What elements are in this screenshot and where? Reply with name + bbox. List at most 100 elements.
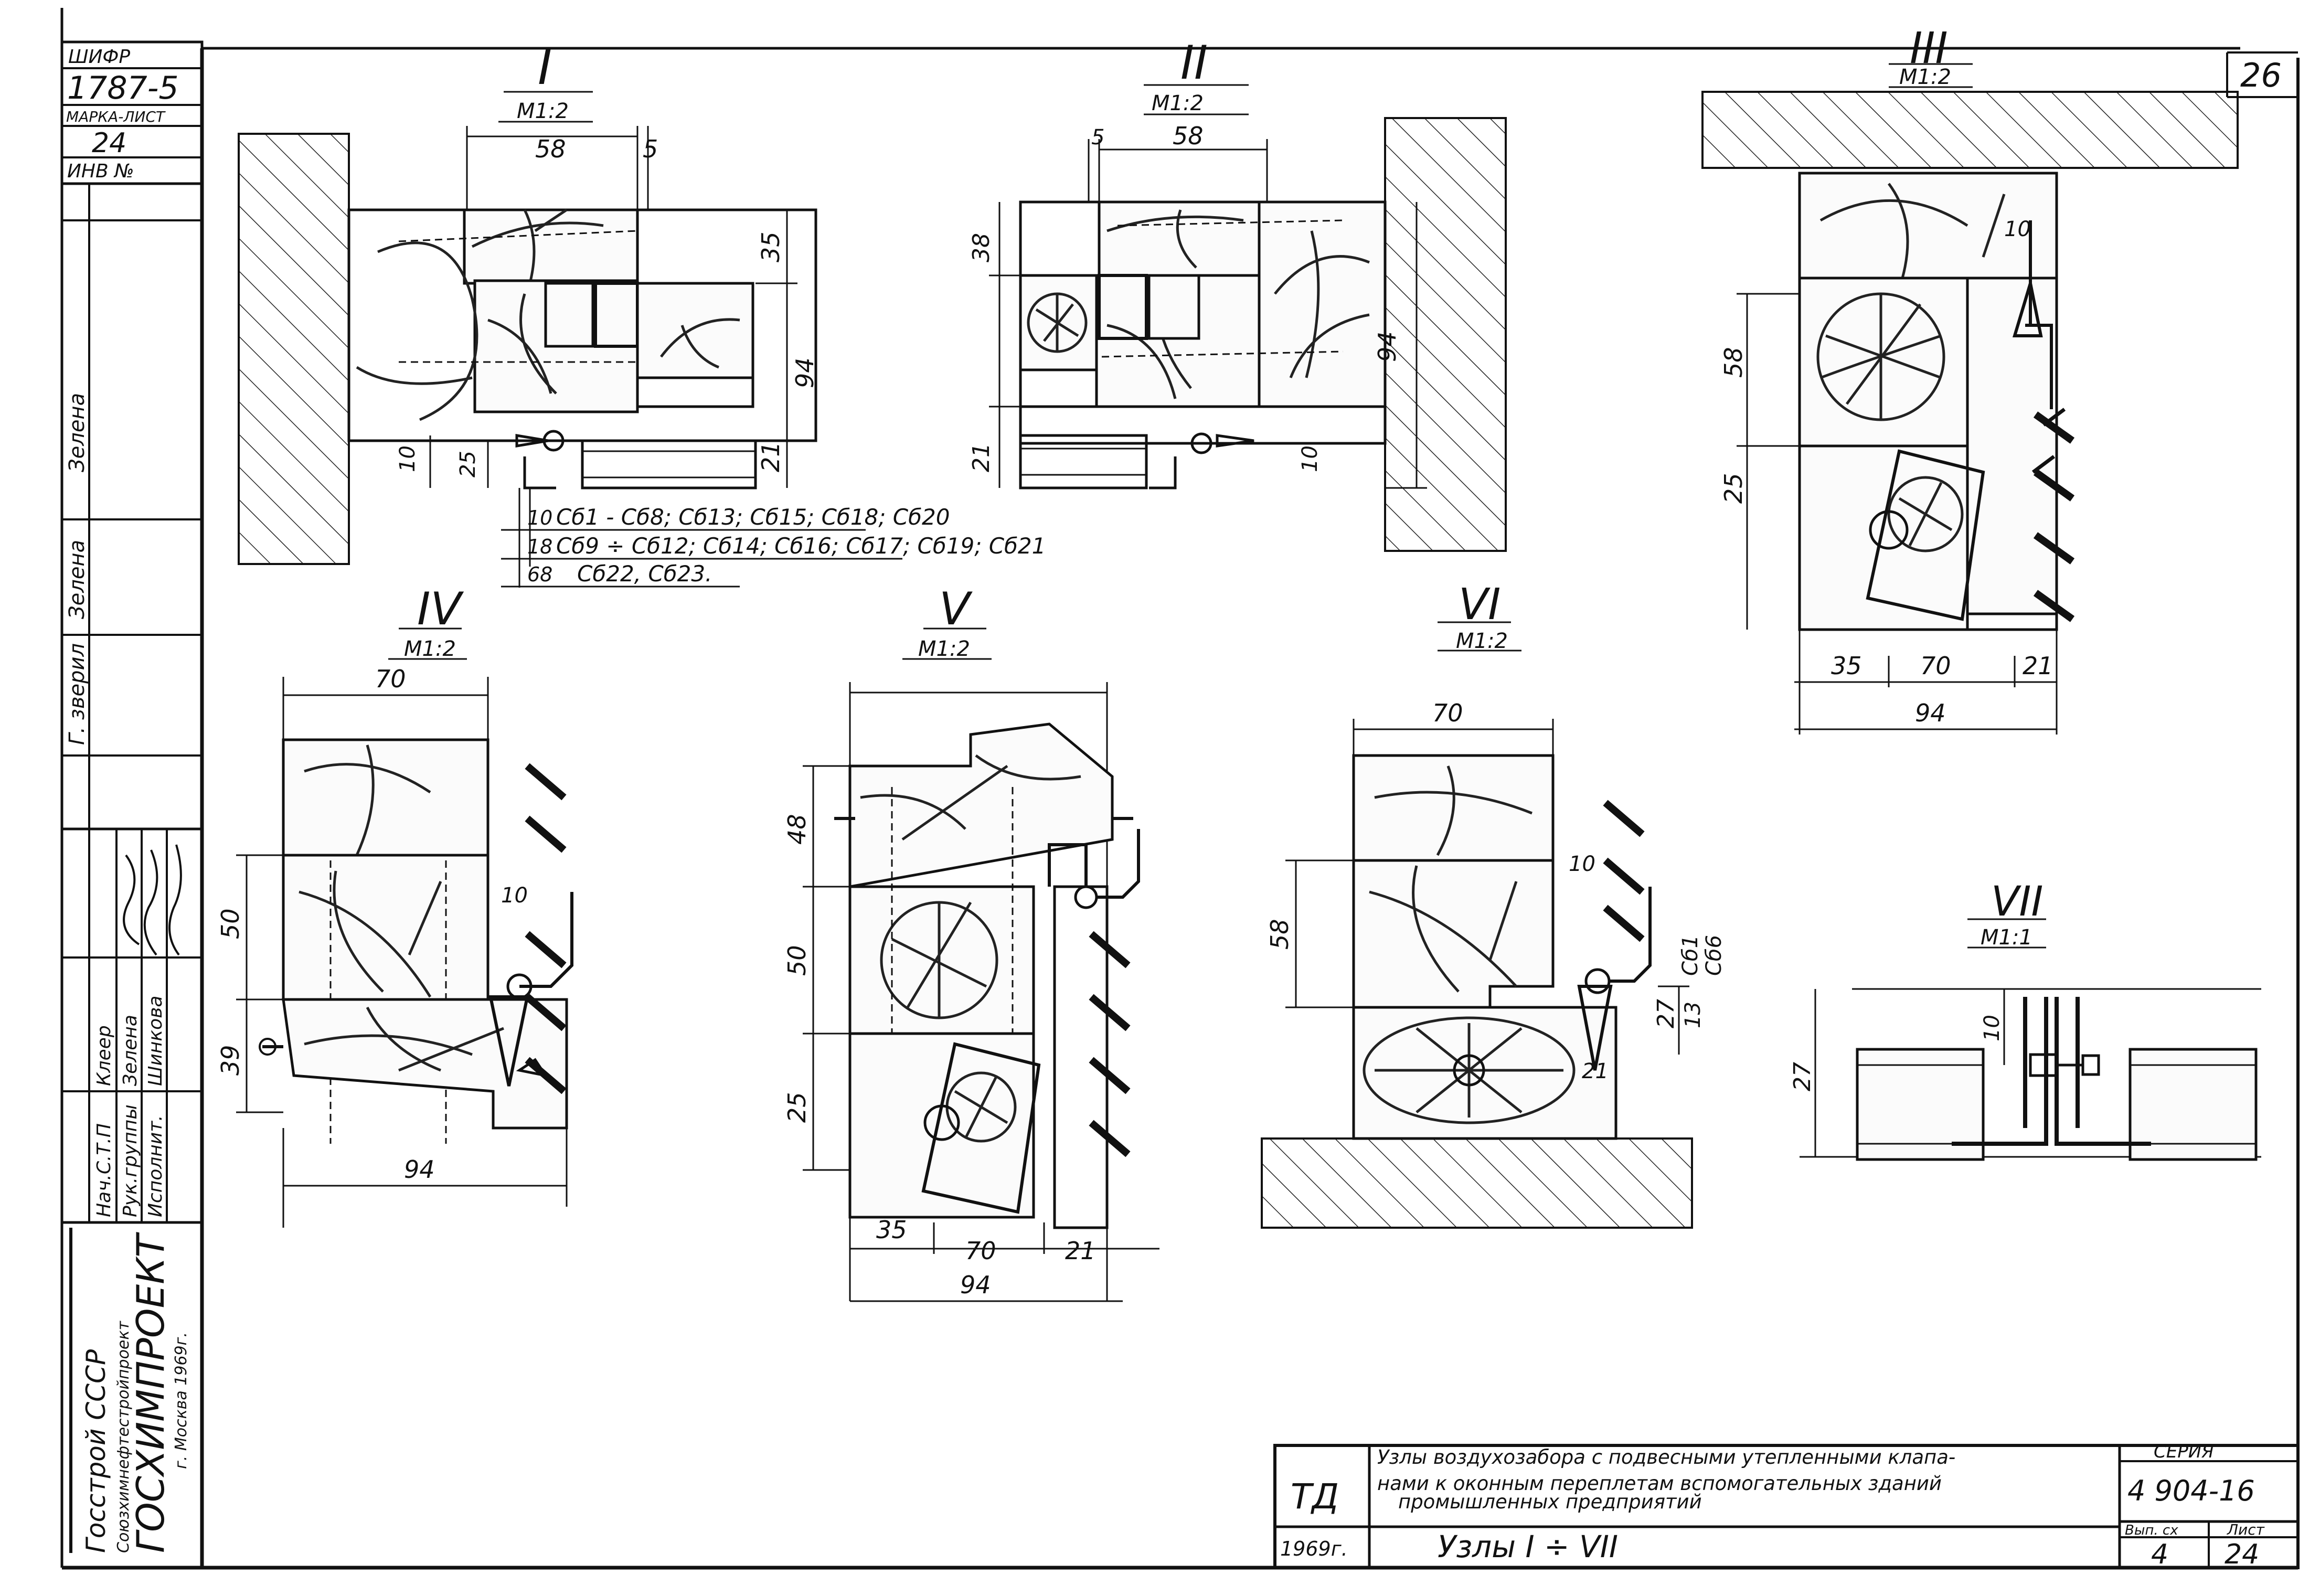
node-4-dim-50: 50 (216, 908, 244, 939)
node-3-dim-94: 94 (1915, 699, 1946, 727)
node-1: I М1:2 58 5 35 94 21 25 (238, 39, 819, 565)
node-3-dim-58: 58 (1719, 347, 1748, 378)
title-block-td: ТД (1291, 1476, 1339, 1517)
node-5-dim-21: 21 (1065, 1237, 1096, 1265)
org-line-1: Госстрой СССР (81, 1349, 111, 1553)
node-2-dim-5: 5 (1091, 125, 1104, 150)
node-7: VII М1:1 27 10 (1789, 878, 2261, 1161)
node-2-dim-94: 94 (1373, 331, 1401, 362)
node-1-dim-25: 25 (456, 451, 480, 477)
node-3-roman: III (1910, 24, 1948, 73)
node-2-dim-58: 58 (1173, 122, 1204, 150)
node-7-roman: VII (1991, 878, 2043, 925)
sig-row-role-2: Рук.группы (120, 1104, 141, 1217)
node-6-dim-13: 13 (1681, 1002, 1705, 1028)
legend-text-3: Сб22, Сб23. (577, 561, 712, 587)
title-block-sheet-title: Узлы I ÷ VII (1438, 1529, 1618, 1565)
node-7-scale: М1:1 (1981, 925, 2032, 950)
node-4-roman: IV (417, 583, 464, 635)
title-block-vyp-value: 4 (2151, 1539, 2168, 1570)
node-5-roman: V (939, 583, 973, 635)
org-line-4: г. Москва 1969г. (172, 1332, 190, 1469)
node-4-dim-39: 39 (216, 1045, 244, 1076)
org-line-2: Союзхимнефтестройпроект (114, 1321, 133, 1553)
node-5-dim-25: 25 (783, 1092, 811, 1123)
node-3-dim-21: 21 (2023, 652, 2053, 680)
marka-label: МАРКА-ЛИСТ (66, 108, 166, 125)
node-6-dim-70: 70 (1432, 699, 1463, 727)
title-block-list-label: Лист (2227, 1521, 2265, 1538)
title-block (1273, 1444, 2300, 1569)
org-line-3: ГОСХИМПРОЕКТ (129, 1232, 173, 1553)
shifr-label: ШИФР (68, 46, 130, 68)
node-4-scale: М1:2 (404, 637, 456, 661)
title-block-list-value: 24 (2225, 1539, 2259, 1570)
node-2: II М1:2 5 58 38 21 (968, 36, 1507, 552)
node-6-dim-58: 58 (1265, 919, 1294, 950)
title-block-series-label: СЕРИЯ (2154, 1441, 2214, 1462)
node-1-dim-58: 58 (535, 135, 566, 163)
node-3-dim-10: 10 (2004, 217, 2031, 241)
title-block-desc-3: промышленных предприятий (1398, 1491, 1702, 1513)
node-4: IV М1:2 70 50 39 10 (216, 583, 573, 1228)
sig-row-name-1: Клеер (93, 1025, 115, 1086)
node-4-dim-10: 10 (501, 884, 528, 908)
shifr-value: 1787-5 (67, 70, 179, 107)
title-block-series-value: 4 904-16 (2127, 1474, 2255, 1507)
signature-scribbles (123, 844, 182, 956)
legend-num-3: 68 (527, 563, 552, 586)
node-4-louvers (525, 763, 567, 1094)
node-5-dim-35: 35 (876, 1216, 907, 1244)
signature-strip (62, 184, 202, 1224)
node-6-dim-21: 21 (1582, 1059, 1609, 1083)
signature-2: Зелена (65, 540, 89, 619)
node-6-scale: М1:2 (1456, 629, 1508, 653)
node-1-dim-5: 5 (643, 135, 658, 163)
title-block-vyp-label: Вып. сх (2125, 1523, 2178, 1538)
node-1-roman: I (538, 39, 552, 95)
sig-row-name-3: Шинкова (145, 996, 166, 1086)
node-6-label-sb6: Сб6 (1702, 935, 1726, 976)
node-6-label-sb1: Сб1 (1678, 935, 1702, 976)
title-block-desc-2: нами к оконным переплетам вспомогательны… (1377, 1472, 1942, 1495)
node-3-scale: М1:2 (1899, 65, 1951, 89)
node-5-louvers (1089, 931, 1131, 1157)
sig-row-name-2: Зелена (120, 1015, 141, 1086)
node-3-dim-25: 25 (1719, 473, 1748, 504)
inv-label: ИНВ № (67, 161, 134, 182)
node-4-dim-94: 94 (404, 1155, 435, 1184)
legend-num-1: 10 (527, 506, 552, 529)
node-5-dim-94: 94 (960, 1271, 991, 1299)
marka-value: 24 (92, 127, 126, 159)
node-5: V М1:2 48 (783, 583, 1159, 1302)
node-1-dim-21: 21 (757, 441, 785, 472)
sheet-number: 26 (2240, 56, 2282, 94)
node-1-scale: М1:2 (517, 99, 569, 123)
node-2-dim-38: 38 (968, 233, 995, 262)
node-2-roman: II (1180, 36, 1208, 90)
sig-row-role-1: Нач.С.Т.П (93, 1123, 115, 1217)
legend-num-2: 18 (527, 535, 552, 558)
top-left-stamp (60, 40, 204, 185)
title-block-desc-1: Узлы воздухозабора с подвесными утепленн… (1377, 1446, 1955, 1469)
node-2-dim-21: 21 (968, 443, 995, 472)
node-1-dim-35: 35 (757, 231, 785, 262)
node-6-louvers (1603, 800, 1645, 942)
node-3: III М1:2 58 25 10 (1701, 24, 2239, 735)
node-3-dim-70: 70 (1920, 652, 1951, 680)
node-6: VI М1:2 70 58 10 27 13 Сб1 (1261, 580, 1726, 1229)
node-7-dim-10: 10 (1980, 1015, 2004, 1041)
node-6-dim-27: 27 (1653, 999, 1679, 1028)
node-2-scale: М1:2 (1152, 91, 1204, 115)
node-6-roman: VI (1459, 580, 1500, 630)
node-7-dim-27: 27 (1789, 1062, 1816, 1091)
node-5-dim-70: 70 (965, 1237, 996, 1265)
node-6-dim-10: 10 (1569, 852, 1595, 876)
node-3-louvers (2033, 411, 2075, 622)
sig-row-role-3: Исполнит. (145, 1115, 166, 1217)
sheet-frame (60, 8, 2300, 1570)
signature-3: Г. зверил (65, 643, 89, 745)
signature-1: Зелена (65, 393, 89, 472)
legend-text-1: Сб1 - Сб8; Сб13; Сб15; Сб18; Сб20 (556, 504, 950, 530)
